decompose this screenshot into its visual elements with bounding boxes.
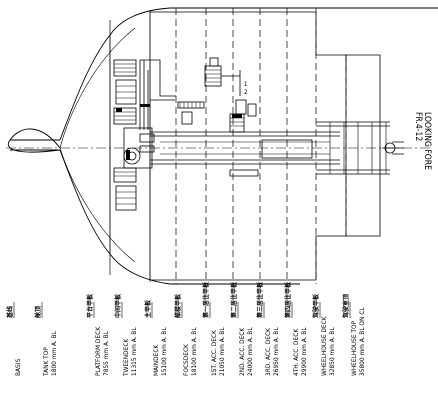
deck-label-cn: 舱顶 [34, 306, 42, 318]
deck-label-name: 2ND. ACC. DECK [238, 328, 246, 376]
deck-label-name: 1ST. ACC. DECK [210, 330, 218, 376]
deck-label-name: FOCSDECK [182, 344, 190, 376]
frame-label: FR.4-12 [413, 112, 423, 141]
deck-label-name: MAINDECK [152, 345, 160, 376]
deck-label-height: 15100 mm A. BL [160, 327, 168, 376]
deck-label-height: 11315 mm A. BL [130, 327, 138, 376]
deck-label-name: WHEELHOUSE TOP [350, 320, 358, 376]
deck-label-height: 7855 mm A. BL [102, 330, 110, 376]
deck-lines [109, 8, 347, 284]
equipment-fills [116, 104, 242, 160]
deck-label-height: 35800 mm A. BL ON CL [358, 307, 366, 376]
deck-label-cn: 驾驶甲板 [312, 293, 320, 319]
deck-label-name: WHEELHOUSE DECK [320, 316, 328, 376]
hull-contour [59, 27, 136, 263]
mark-1: 1 [244, 81, 247, 88]
deck-label-height: 24000 mm A. BL [246, 327, 254, 376]
deck-label-height: 26950 mm A. BL [272, 327, 280, 376]
deck-label-height: 32850 mm A. BL [328, 327, 336, 376]
superstructure [150, 11, 381, 281]
small-marks: 1 2 [244, 81, 247, 96]
deck-label-cn: 中间甲板 [114, 293, 122, 318]
deck-label-height: 1800 mm A. BL [50, 330, 58, 376]
deck-label-cn: 平台甲板 [86, 293, 94, 318]
hull-outline [7, 7, 438, 285]
deck-label-cn: 第四居住甲板 [284, 281, 292, 319]
deck-label-name: TANK TOP [42, 347, 50, 377]
deck-label-cn: 第一居住甲板 [202, 281, 210, 319]
deck-label-name: BASIS [14, 359, 22, 376]
deck-label-cn: 第二居住甲板 [230, 281, 238, 319]
deck-label-height: 21050 mm A. BL [218, 327, 226, 376]
deck-label-height: 29900 mm A. BL [300, 327, 308, 376]
deck-label-name: 4TH. ACC. DECK [292, 329, 300, 376]
mark-2: 2 [244, 89, 247, 96]
deck-label-name: TWEENDECK [122, 339, 130, 377]
deck-label-height: 18100 mm A. BL [190, 327, 198, 376]
view-label: LOOKING FORE [422, 112, 432, 170]
deck-label-cn: 第三居住甲板 [256, 281, 264, 319]
deck-label-name: PLATFORM DECK [94, 327, 102, 376]
deck-label-cn: 主甲板 [144, 299, 152, 318]
deck-label-0: 基线 BASIS [6, 302, 22, 376]
deck-label-cn: 基线 [6, 306, 14, 319]
deck-label-cn: 艏楼甲板 [174, 293, 182, 319]
equipment-cluster [113, 57, 404, 211]
deck-label-name: 3RD. ACC. DECK [264, 328, 272, 376]
deck-label-cn: 驾驶室顶 [342, 294, 350, 319]
view-title: FR.4-12 LOOKING FORE [413, 112, 432, 170]
